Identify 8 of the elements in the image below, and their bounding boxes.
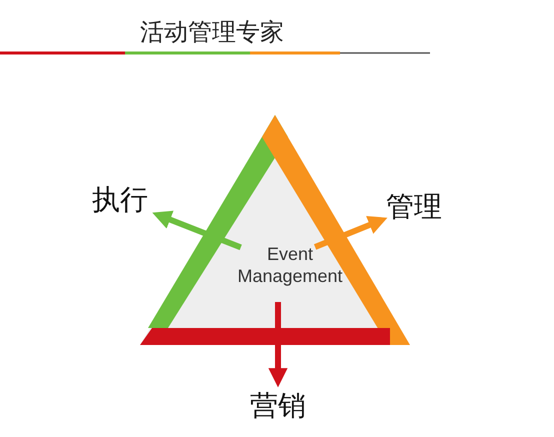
direction-label: 执行 xyxy=(92,186,148,214)
arrow xyxy=(268,302,288,388)
direction-label: 管理 xyxy=(386,193,442,221)
title: 活动管理专家 xyxy=(140,20,284,44)
arrow xyxy=(152,210,242,250)
direction-label: 营销 xyxy=(250,392,306,420)
center-label: Event Management xyxy=(236,243,344,287)
arrow xyxy=(314,216,388,250)
